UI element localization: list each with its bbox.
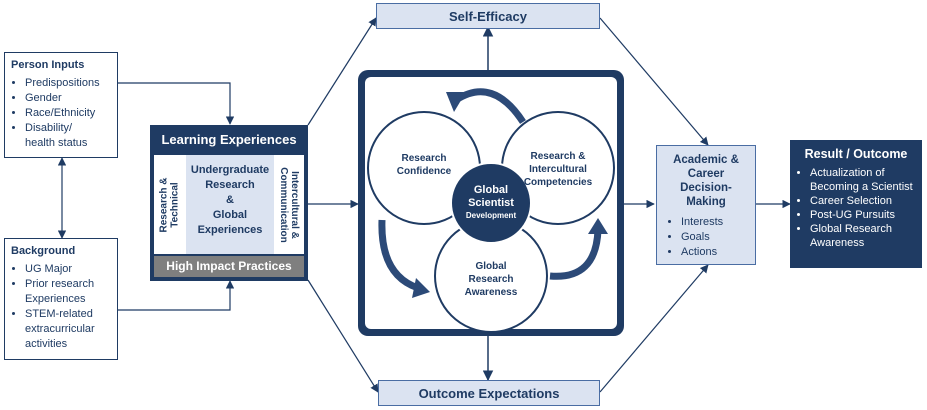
learning-experiences-title: Learning Experiences bbox=[161, 132, 297, 147]
list-item: Interests bbox=[681, 215, 751, 230]
outcome-expectations-label: Outcome Expectations bbox=[418, 385, 560, 401]
title-line: Decision-Making bbox=[680, 182, 732, 208]
core-label: Global Scientist Development bbox=[451, 184, 531, 221]
cycle-arrow-left bbox=[378, 219, 420, 292]
cycle-arrow-top bbox=[454, 88, 526, 124]
vertical-line: Research & bbox=[159, 176, 170, 233]
label-line: Research bbox=[401, 153, 447, 164]
list-item-line: Becoming a Scientist bbox=[810, 181, 913, 193]
list-item: Gender bbox=[25, 91, 111, 106]
list-item: Career Selection bbox=[810, 194, 916, 208]
list-item: Actualization of Becoming a Scientist bbox=[810, 166, 916, 194]
list-item: STEM-related extracurricular activities bbox=[25, 307, 111, 352]
center-line: Undergraduate bbox=[190, 164, 270, 176]
intercultural-communication-label: Intercultural & Communication bbox=[274, 155, 304, 254]
person-inputs-title: Person Inputs bbox=[11, 59, 85, 71]
list-item-line: Actualization of bbox=[810, 167, 885, 179]
academic-career-title: Academic & Career Decision-Making bbox=[661, 153, 751, 209]
vertical-line: Technical bbox=[170, 181, 181, 228]
vertical-line: Communication bbox=[278, 166, 289, 243]
result-outcome-box: Result / Outcome Actualization of Becomin… bbox=[790, 140, 922, 268]
background-title: Background bbox=[11, 245, 76, 257]
core-circle bbox=[450, 162, 532, 244]
label-line: Global bbox=[475, 261, 507, 272]
list-item-line: health status bbox=[25, 137, 88, 149]
list-item: Predispositions bbox=[25, 76, 111, 91]
center-line: Experiences bbox=[197, 224, 263, 236]
edge-person-to-learning bbox=[118, 82, 235, 125]
learning-inner: Research & Technical Undergraduate Resea… bbox=[154, 155, 304, 254]
list-item: Actions bbox=[681, 245, 751, 260]
center-line: & bbox=[226, 194, 234, 206]
list-item: Disability/health status bbox=[25, 121, 111, 151]
list-item-line: Prior research bbox=[25, 278, 95, 290]
center-line: Research bbox=[205, 179, 255, 191]
cycle-arrow-top-head bbox=[446, 92, 466, 112]
self-efficacy-label: Self-Efficacy bbox=[448, 8, 528, 24]
title-line: Academic & bbox=[673, 154, 739, 166]
label-line: Research bbox=[468, 274, 514, 285]
center-model-art bbox=[367, 88, 615, 333]
label-line: Confidence bbox=[396, 166, 452, 177]
undergrad-research-label: Undergraduate Research & Global Experien… bbox=[188, 163, 272, 238]
outcome-expectations-box: Outcome Expectations bbox=[378, 380, 600, 406]
center-model-frame: Research Confidence Research & Intercult… bbox=[358, 70, 624, 336]
awareness-label: Global Research Awareness bbox=[443, 260, 539, 299]
self-efficacy-box: Self-Efficacy bbox=[376, 3, 600, 29]
list-item-line: STEM-related bbox=[25, 308, 93, 320]
list-item-line: Global Research bbox=[810, 223, 892, 235]
list-item-line: Disability/ bbox=[25, 122, 73, 134]
core-sub: Development bbox=[465, 211, 517, 220]
core-line: Global bbox=[473, 184, 509, 196]
cycle-arrow-right bbox=[549, 229, 602, 280]
list-item-line: Awareness bbox=[810, 237, 865, 249]
list-item: Goals bbox=[681, 230, 751, 245]
label-line: Competencies bbox=[523, 177, 593, 188]
title-line: Career bbox=[687, 168, 725, 180]
list-item: UG Major bbox=[25, 262, 111, 277]
list-item: Race/Ethnicity bbox=[25, 106, 111, 121]
edge-learning-to-outcome bbox=[307, 279, 379, 393]
edge-outcome-to-academic bbox=[599, 264, 709, 393]
academic-career-box: Academic & Career Decision-Making Intere… bbox=[656, 145, 756, 265]
list-item: Post-UG Pursuits bbox=[810, 208, 916, 222]
edge-selfefficacy-to-academic bbox=[599, 17, 709, 146]
center-line: Global bbox=[212, 209, 248, 221]
vertical-line: Intercultural & bbox=[289, 170, 300, 239]
learning-experiences-box: Learning Experiences Research & Technica… bbox=[150, 125, 308, 281]
cycle-arrow-right-head bbox=[588, 218, 608, 234]
list-item-line: extracurricular bbox=[25, 323, 95, 335]
label-line: Research & bbox=[530, 151, 586, 162]
background-box: Background UG Major Prior researchExperi… bbox=[4, 238, 118, 360]
result-outcome-title: Result / Outcome bbox=[804, 147, 908, 161]
cycle-arrow-left-head bbox=[412, 278, 430, 298]
core-line: Scientist bbox=[468, 197, 514, 209]
label-line: Intercultural bbox=[529, 164, 587, 175]
research-confidence-label: Research Confidence bbox=[376, 152, 472, 178]
intercultural-label: Research & Intercultural Competencies bbox=[508, 150, 608, 189]
label-line: Awareness bbox=[464, 287, 518, 298]
edge-learning-to-selfefficacy bbox=[307, 17, 377, 126]
person-inputs-box: Person Inputs Predispositions Gender Rac… bbox=[4, 52, 118, 158]
list-item-line: activities bbox=[25, 338, 68, 350]
high-impact-practices-label: High Impact Practices bbox=[154, 256, 304, 277]
list-item-line: Experiences bbox=[25, 293, 86, 305]
research-technical-label: Research & Technical bbox=[154, 155, 186, 254]
edge-background-to-learning bbox=[118, 280, 235, 311]
